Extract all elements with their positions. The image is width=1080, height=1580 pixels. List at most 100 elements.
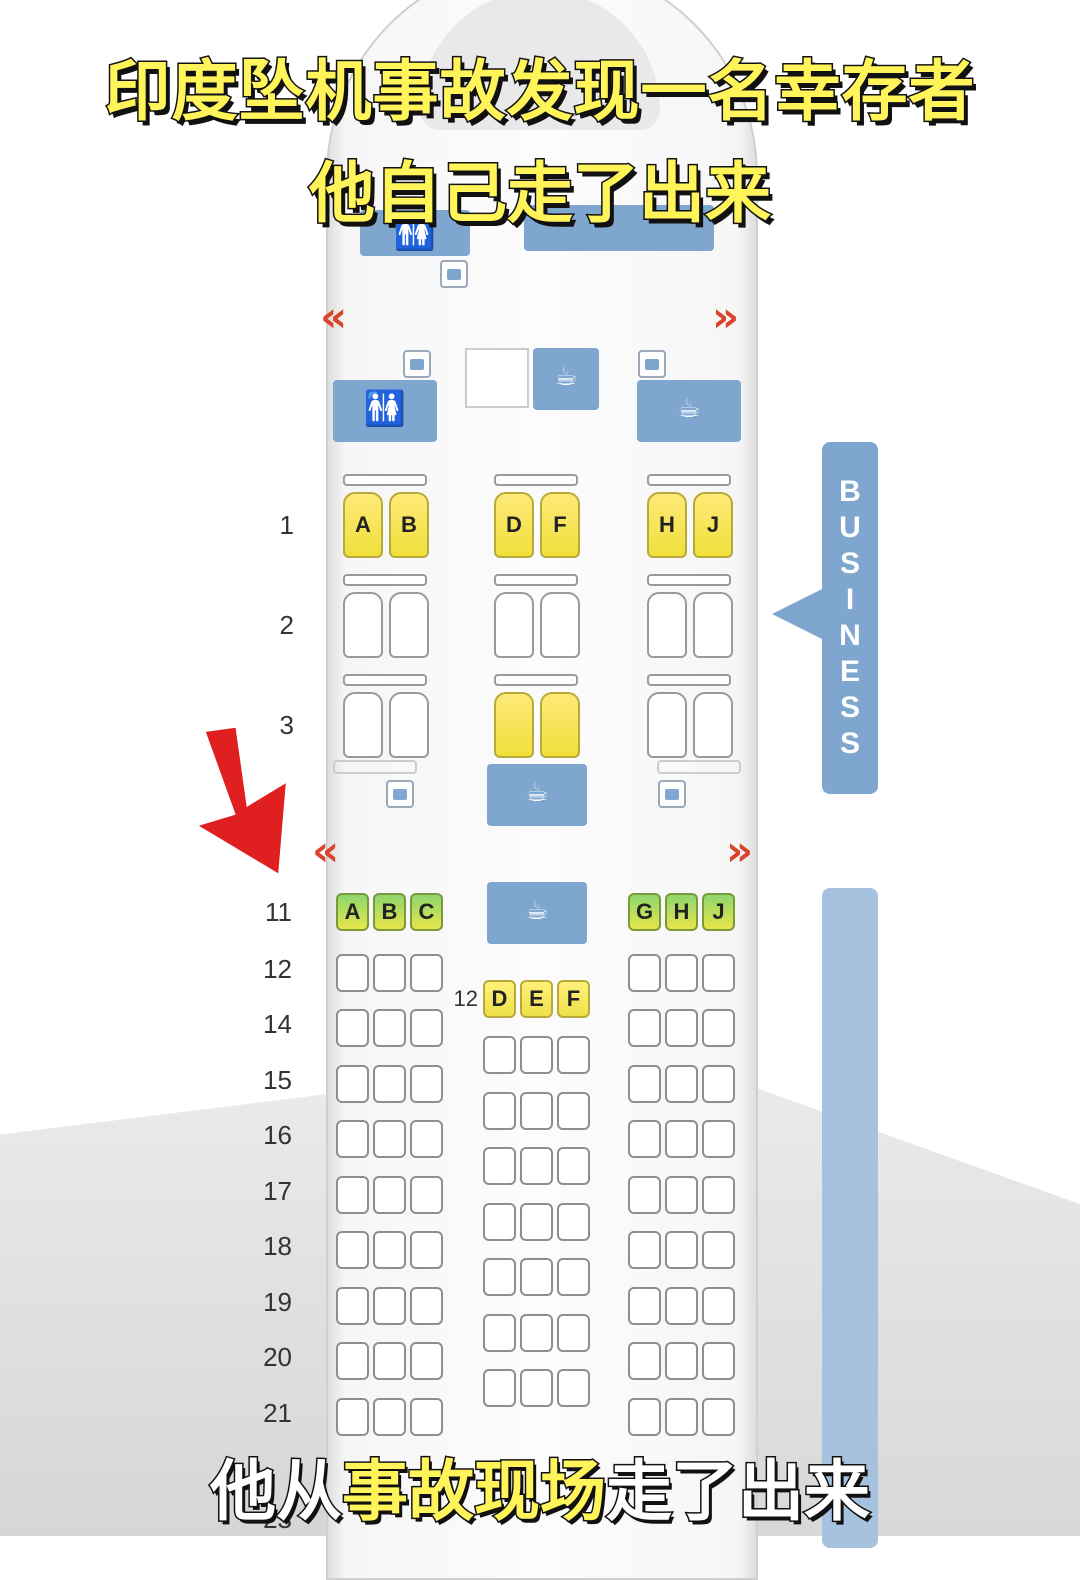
economy-seat[interactable] <box>557 1314 590 1352</box>
economy-seat[interactable] <box>702 1342 735 1380</box>
economy-seat[interactable] <box>557 1258 590 1296</box>
economy-seat[interactable] <box>373 1342 406 1380</box>
economy-seat[interactable] <box>483 1258 516 1296</box>
economy-seat[interactable] <box>702 1120 735 1158</box>
economy-seat[interactable] <box>557 1092 590 1130</box>
economy-seat[interactable] <box>336 1287 369 1325</box>
business-seat[interactable] <box>494 592 534 658</box>
economy-seat[interactable] <box>665 954 698 992</box>
business-seat[interactable] <box>693 592 733 658</box>
economy-seat[interactable] <box>520 1258 553 1296</box>
economy-seat[interactable] <box>410 1065 443 1103</box>
economy-seat[interactable] <box>373 1065 406 1103</box>
economy-seat[interactable] <box>410 1342 443 1380</box>
economy-seat[interactable] <box>628 1287 661 1325</box>
economy-seat[interactable]: J <box>702 893 735 931</box>
economy-seat[interactable] <box>336 1176 369 1214</box>
economy-seat[interactable] <box>665 1342 698 1380</box>
economy-seat[interactable] <box>628 1342 661 1380</box>
economy-seat[interactable]: B <box>373 893 406 931</box>
economy-seat[interactable] <box>702 1176 735 1214</box>
business-seat[interactable] <box>540 692 580 758</box>
economy-seat[interactable]: E <box>520 980 553 1018</box>
economy-seat[interactable] <box>702 1287 735 1325</box>
economy-seat[interactable] <box>410 1176 443 1214</box>
economy-seat[interactable]: D <box>483 980 516 1018</box>
economy-seat[interactable] <box>483 1203 516 1241</box>
business-seat[interactable] <box>389 692 429 758</box>
economy-seat[interactable] <box>702 1398 735 1436</box>
economy-seat[interactable] <box>520 1369 553 1407</box>
economy-seat[interactable] <box>373 1398 406 1436</box>
business-seat[interactable] <box>343 592 383 658</box>
economy-seat[interactable] <box>665 1009 698 1047</box>
economy-seat[interactable]: C <box>410 893 443 931</box>
economy-seat[interactable] <box>557 1203 590 1241</box>
economy-seat[interactable] <box>520 1092 553 1130</box>
economy-seat[interactable] <box>520 1314 553 1352</box>
business-seat[interactable] <box>647 592 687 658</box>
economy-seat[interactable] <box>336 1009 369 1047</box>
economy-seat[interactable]: F <box>557 980 590 1018</box>
business-seat[interactable] <box>389 592 429 658</box>
economy-seat[interactable] <box>628 1398 661 1436</box>
economy-seat[interactable] <box>336 1398 369 1436</box>
economy-seat[interactable] <box>336 1231 369 1269</box>
economy-seat[interactable]: G <box>628 893 661 931</box>
economy-seat[interactable] <box>410 1009 443 1047</box>
economy-seat[interactable] <box>483 1147 516 1185</box>
economy-seat[interactable] <box>373 1120 406 1158</box>
economy-seat[interactable] <box>483 1092 516 1130</box>
economy-seat[interactable] <box>410 954 443 992</box>
economy-seat[interactable] <box>557 1036 590 1074</box>
economy-seat[interactable] <box>336 1065 369 1103</box>
economy-seat[interactable] <box>702 1231 735 1269</box>
business-seat[interactable]: H <box>647 492 687 558</box>
business-seat[interactable] <box>647 692 687 758</box>
economy-seat[interactable] <box>665 1176 698 1214</box>
economy-seat[interactable] <box>520 1147 553 1185</box>
economy-seat[interactable] <box>336 954 369 992</box>
economy-seat[interactable] <box>410 1231 443 1269</box>
economy-seat[interactable] <box>665 1398 698 1436</box>
economy-seat[interactable] <box>373 1231 406 1269</box>
business-seat[interactable]: D <box>494 492 534 558</box>
economy-seat[interactable] <box>628 1176 661 1214</box>
economy-seat[interactable] <box>373 1009 406 1047</box>
economy-seat[interactable] <box>702 1065 735 1103</box>
economy-seat[interactable] <box>665 1120 698 1158</box>
economy-seat[interactable] <box>336 1120 369 1158</box>
business-seat[interactable] <box>693 692 733 758</box>
economy-seat[interactable] <box>520 1203 553 1241</box>
economy-seat[interactable] <box>665 1231 698 1269</box>
business-seat[interactable] <box>494 692 534 758</box>
economy-seat[interactable] <box>410 1120 443 1158</box>
business-seat[interactable]: A <box>343 492 383 558</box>
economy-seat[interactable] <box>665 1065 698 1103</box>
economy-seat[interactable] <box>483 1036 516 1074</box>
economy-seat[interactable]: H <box>665 893 698 931</box>
economy-seat[interactable] <box>557 1147 590 1185</box>
business-seat[interactable] <box>540 592 580 658</box>
economy-seat[interactable] <box>373 1287 406 1325</box>
economy-seat[interactable] <box>628 954 661 992</box>
economy-seat[interactable] <box>373 954 406 992</box>
economy-seat[interactable] <box>628 1065 661 1103</box>
economy-seat[interactable] <box>628 1231 661 1269</box>
business-seat[interactable]: F <box>540 492 580 558</box>
business-seat[interactable]: J <box>693 492 733 558</box>
business-seat[interactable]: B <box>389 492 429 558</box>
economy-seat[interactable] <box>410 1287 443 1325</box>
economy-seat[interactable] <box>702 1009 735 1047</box>
business-seat[interactable] <box>343 692 383 758</box>
economy-seat[interactable] <box>702 954 735 992</box>
economy-seat[interactable] <box>628 1120 661 1158</box>
economy-seat[interactable] <box>483 1314 516 1352</box>
economy-seat[interactable] <box>557 1369 590 1407</box>
economy-seat[interactable]: A <box>336 893 369 931</box>
economy-seat[interactable] <box>483 1369 516 1407</box>
economy-seat[interactable] <box>520 1036 553 1074</box>
economy-seat[interactable] <box>665 1287 698 1325</box>
economy-seat[interactable] <box>373 1176 406 1214</box>
economy-seat[interactable] <box>410 1398 443 1436</box>
